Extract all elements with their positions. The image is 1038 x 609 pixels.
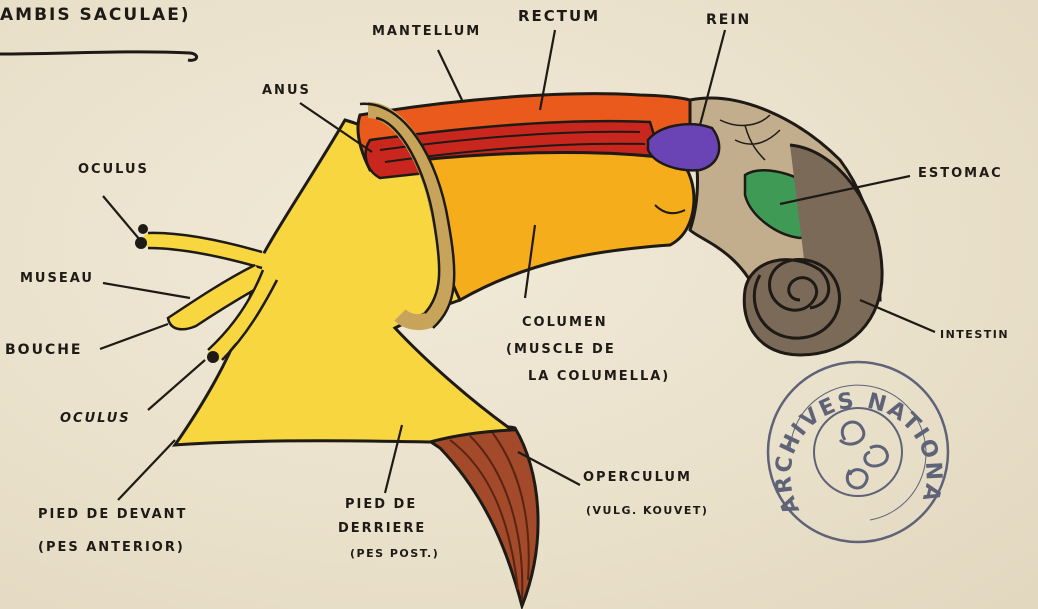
svg-text:ARCHIVES NATIONALES: ARCHIVES NATIONALES: [0, 0, 946, 518]
stamp-text: ARCHIVES NATIONALES: [0, 0, 946, 518]
